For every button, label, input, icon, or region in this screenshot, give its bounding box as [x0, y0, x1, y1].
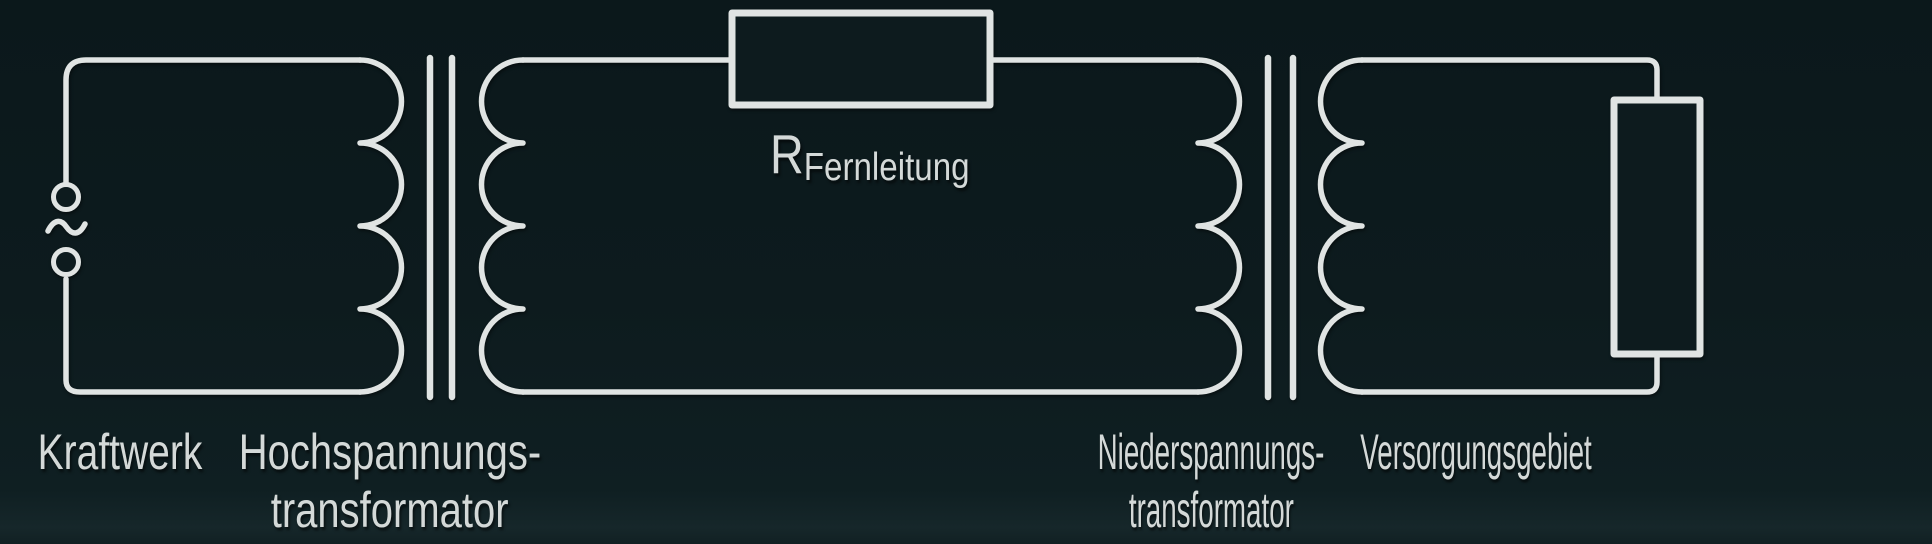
lv-secondary-winding [1317, 57, 1365, 395]
hv-primary-winding [357, 57, 405, 395]
supply-area-loop [1359, 57, 1704, 395]
line-resistance-label: RFernleitung [770, 127, 970, 188]
hv-transformer-label-line2: transformator [271, 481, 509, 538]
load-resistor-icon [1610, 96, 1704, 358]
hv-secondary-winding [478, 57, 526, 395]
supply-area-label: Versorgungsgebiet [1268, 424, 1685, 482]
ac-source-icon [45, 182, 88, 277]
lv-transformer-icon [1195, 54, 1365, 401]
transmission-line-loop [520, 9, 1201, 395]
hv-core-lines [426, 54, 456, 401]
lv-transformer-label-line2: transformator [1128, 481, 1294, 538]
lv-primary-winding [1195, 57, 1243, 395]
ac-tilde-icon [45, 218, 88, 236]
power-plant-label: Kraftwerk [14, 424, 225, 482]
lv-transformer-label-line1: Niederspannungs- [1097, 424, 1325, 480]
line-resistance-subscript: Fernleitung [803, 146, 970, 189]
power-plant-label-text: Kraftwerk [37, 424, 203, 480]
supply-area-label-text: Versorgungsgebiet [1360, 424, 1592, 480]
hv-transformer-label: Hochspannungs- transformator [201, 424, 579, 539]
transmission-line-wires [520, 57, 1201, 395]
line-resistance-symbol: R [770, 123, 804, 185]
series-resistor-icon [728, 9, 994, 109]
hv-transformer-icon [357, 54, 526, 401]
power-plant-loop [45, 57, 363, 395]
ac-terminal-bottom [51, 247, 81, 277]
power-plant-wire [63, 57, 363, 395]
ac-terminal-top [51, 182, 81, 212]
lv-transformer-label: Niederspannungs- transformator [1007, 424, 1416, 539]
lv-core-lines [1264, 54, 1297, 401]
hv-transformer-label-line1: Hochspannungs- [238, 424, 542, 480]
